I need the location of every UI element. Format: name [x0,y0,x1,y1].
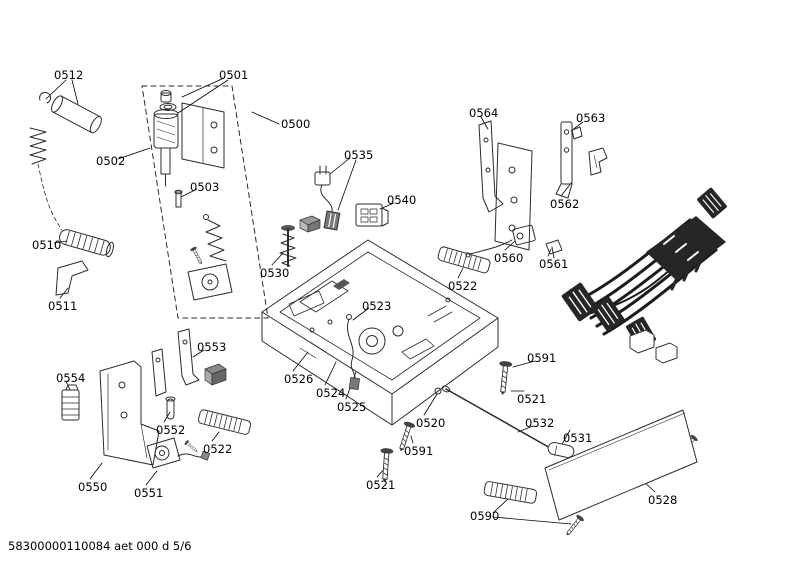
part-label-0561: 0561 [539,257,569,271]
part-label-0503: 0503 [190,180,220,194]
part-label-0591: 0591 [527,351,557,365]
bottom-left-parts-drawing [61,328,227,469]
part-label-0591-b: 0591 [404,444,434,458]
part-label-0564: 0564 [469,106,499,120]
part-label-0550: 0550 [78,480,108,494]
part-label-0520: 0520 [416,416,446,430]
base-pan-drawing [261,239,499,426]
part-label-0511: 0511 [48,299,78,313]
part-label-0531: 0531 [563,431,593,445]
right-brackets-drawing [465,120,608,259]
part-label-0553: 0553 [197,340,227,354]
part-0528-panel-drawing [544,409,698,521]
part-0590-drawing [483,480,538,505]
part-label-0532: 0532 [525,416,555,430]
part-label-0500: 0500 [281,117,311,131]
assembly-0500-dashed-box [141,85,269,319]
part-label-0525: 0525 [337,400,367,414]
part-0530-drawing [279,215,321,267]
part-label-0560: 0560 [494,251,524,265]
part-label-0502: 0502 [96,154,126,168]
part-label-0512: 0512 [54,68,84,82]
part-0540-drawing [355,203,389,227]
drawing-number: 58300000110084 aet 000 d 5/6 [8,539,192,553]
wire-harness-drawing [560,186,729,364]
part-label-0526: 0526 [284,372,314,386]
part-label-0522: 0522 [448,279,478,293]
part-label-0554: 0554 [56,371,86,385]
part-label-0551: 0551 [134,486,164,500]
part-0535-drawing [314,165,341,231]
part-label-0522-b: 0522 [203,442,233,456]
part-label-0528: 0528 [648,493,678,507]
part-0511-drawing [55,260,89,296]
part-0512-drawing [39,91,102,134]
part-label-0521-b: 0521 [366,478,396,492]
part-label-0540: 0540 [387,193,417,207]
part-0510-drawing [29,127,114,258]
part-label-0552: 0552 [156,423,186,437]
part-label-0563: 0563 [576,111,606,125]
part-label-0523: 0523 [362,299,392,313]
part-0532-0531-drawing [441,385,575,458]
part-label-0521: 0521 [517,392,547,406]
inlet-valve-assembly [153,90,233,301]
part-label-0501: 0501 [219,68,249,82]
part-label-0524: 0524 [316,386,346,400]
part-label-0535: 0535 [344,148,374,162]
part-label-0562: 0562 [550,197,580,211]
part-label-0530: 0530 [260,266,290,280]
part-0522-left-drawing [197,408,252,436]
screw-0591-right [495,360,514,396]
part-label-0590: 0590 [470,509,500,523]
part-label-0510: 0510 [32,238,62,252]
